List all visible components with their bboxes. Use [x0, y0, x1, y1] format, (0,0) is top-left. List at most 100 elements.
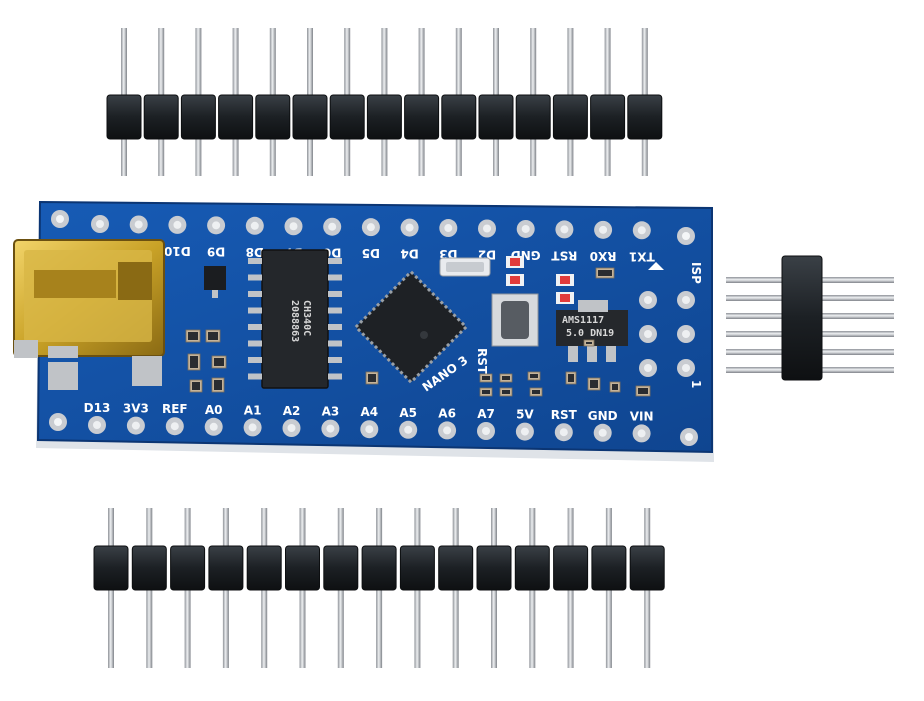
bottom-pad-row — [88, 416, 651, 443]
pin1-marker: 1 — [689, 380, 703, 388]
header-pad — [243, 418, 262, 437]
reset-button[interactable] — [491, 293, 539, 347]
bottom-header-pin — [323, 508, 359, 668]
pin-label: D4 — [400, 247, 418, 261]
smd-part — [211, 377, 225, 393]
isp-pin-header — [726, 255, 894, 381]
bottom-header-pin — [514, 508, 550, 668]
header-pad — [477, 422, 495, 440]
header-pad — [399, 420, 418, 439]
pin-label: TX1 — [629, 249, 655, 263]
smd-part — [609, 381, 621, 393]
isp-pad-column — [639, 291, 695, 377]
header-pad — [88, 416, 106, 434]
bottom-pin-header — [93, 508, 665, 668]
isp-pad — [677, 359, 695, 377]
ch340c-chip: CH340C 2088863 — [248, 249, 342, 389]
bottom-header-pin — [361, 508, 397, 668]
smd-part — [205, 329, 221, 343]
top-header-pin — [552, 28, 588, 176]
chip-leg — [248, 340, 262, 347]
pin-label: RST — [551, 408, 578, 422]
smd-part — [583, 339, 595, 347]
pin-label: RX0 — [590, 249, 617, 263]
bottom-header-pin — [399, 508, 435, 668]
header-pad — [323, 217, 342, 236]
header-pad — [516, 219, 535, 238]
chip-leg — [328, 340, 342, 347]
smd-part — [479, 373, 493, 383]
bottom-header-pin — [246, 508, 282, 668]
bottom-header-pin — [629, 508, 665, 668]
smd-part — [211, 355, 227, 369]
top-header-pin — [106, 28, 142, 176]
pin-label: 5V — [516, 408, 534, 422]
header-pad — [360, 420, 379, 439]
pin-label: D13 — [84, 401, 111, 415]
header-pad — [165, 417, 184, 436]
header-pad — [478, 219, 496, 238]
bottom-header-pin — [553, 508, 589, 668]
top-header-pin — [329, 28, 365, 176]
rst-button-label: RST — [475, 348, 489, 375]
smd-part — [185, 329, 201, 343]
smd-part — [479, 387, 493, 397]
chip-leg — [248, 373, 262, 380]
isp-pad — [677, 325, 695, 343]
top-header-pin — [404, 28, 440, 176]
top-header-pin — [441, 28, 477, 176]
header-pad — [282, 419, 301, 437]
bottom-header-pin — [131, 508, 167, 668]
usb-chip-text: CH340C — [301, 300, 312, 336]
header-pad — [91, 215, 109, 233]
bottom-header-pin — [476, 508, 512, 668]
bottom-header-pin — [285, 508, 320, 668]
pin-label: A4 — [360, 405, 378, 419]
bottom-header-pin — [208, 508, 244, 668]
chip-leg — [328, 324, 342, 330]
header-pad — [554, 423, 573, 442]
top-header-pin — [366, 28, 402, 176]
pin-label: A0 — [205, 403, 223, 417]
chip-leg — [328, 274, 342, 281]
top-header-pin — [515, 28, 551, 176]
chip-leg — [248, 258, 262, 264]
nano-board: D12D11D10D9D8D7D6D5D4D3D2GNDRSTRX0TX1 D1… — [13, 200, 714, 462]
pin-label: A1 — [244, 403, 262, 417]
header-pad — [321, 419, 340, 438]
header-pad — [555, 220, 574, 239]
header-pad — [632, 424, 651, 443]
isp-header-body — [781, 255, 823, 381]
header-pad — [594, 220, 613, 239]
chip-leg — [248, 274, 262, 281]
smd-part — [499, 373, 513, 383]
chip-leg — [328, 357, 342, 363]
isp-pad — [677, 291, 695, 309]
top-header-pin — [218, 28, 254, 176]
pin-label: A2 — [283, 404, 301, 418]
header-pad — [400, 218, 419, 237]
pin-label: A7 — [477, 407, 495, 421]
header-pad — [438, 421, 457, 440]
regulator-line1: AMS1117 — [562, 315, 604, 326]
header-pad — [632, 221, 651, 240]
pin-label: 3V3 — [123, 402, 149, 416]
pin-label: D8 — [246, 245, 264, 259]
top-header-pin — [180, 28, 216, 176]
smd-part — [365, 371, 379, 385]
bottom-header-pin — [93, 508, 129, 668]
isp-label: ISP — [689, 262, 703, 284]
top-pin-header — [106, 28, 663, 176]
top-pad-row — [91, 215, 651, 240]
chip-leg — [248, 291, 262, 297]
pin-label: D5 — [362, 246, 380, 260]
pin-label: RST — [551, 248, 578, 262]
pin-label: REF — [162, 402, 188, 416]
bottom-header-pin — [438, 508, 474, 668]
usb-chip-code: 2088863 — [289, 300, 300, 342]
header-pad — [361, 218, 380, 237]
smd-part — [587, 377, 601, 391]
atmega328p-chip — [353, 269, 469, 385]
chip-leg — [248, 357, 262, 363]
